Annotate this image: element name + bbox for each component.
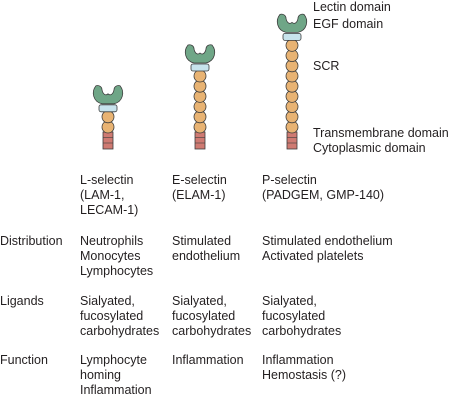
distribution-p-line2: Activated platelets bbox=[262, 249, 364, 263]
distribution-p-line1: Stimulated endothelium bbox=[262, 234, 393, 248]
l-selectin-name-line3: LECAM-1) bbox=[80, 203, 139, 217]
e-selectin-lectin-domain bbox=[184, 44, 216, 64]
function-l-line2: homing bbox=[80, 368, 121, 382]
l-selectin-name-line1: L-selectin bbox=[80, 173, 134, 187]
ligands-e-line3: carbohydrates bbox=[172, 324, 252, 338]
ligands-l-line3: carbohydrates bbox=[80, 324, 160, 338]
ligands-e-line2: fucosylated bbox=[172, 309, 236, 323]
function-e-line1: Inflammation bbox=[172, 353, 244, 367]
l-selectin-scr-1 bbox=[101, 110, 115, 124]
p-selectin-name-line2: (PADGEM, GMP-140) bbox=[262, 188, 385, 202]
ligands-l-line1: Sialyated, bbox=[80, 294, 135, 308]
e-selectin-name-line2: (ELAM-1) bbox=[172, 188, 226, 202]
p-selectin-name-line1: P-selectin bbox=[262, 173, 317, 187]
distribution-l-line1: Neutrophils bbox=[80, 234, 144, 248]
ligands-p-line1: Sialyated, bbox=[262, 294, 317, 308]
function-l-line1: Lymphocyte bbox=[80, 353, 147, 367]
label-transmembrane-domain: Transmembrane domain bbox=[313, 126, 449, 140]
row-label-distribution: Distribution bbox=[0, 234, 63, 248]
label-scr: SCR bbox=[313, 59, 340, 73]
row-label-ligands: Ligands bbox=[0, 294, 44, 308]
e-selectin-scr-1 bbox=[193, 69, 207, 83]
l-selectin-lectin-domain bbox=[92, 85, 124, 105]
distribution-e-line2: endothelium bbox=[172, 249, 241, 263]
label-cytoplasmic-domain: Cytoplasmic domain bbox=[313, 141, 426, 155]
ligands-p-line2: fucosylated bbox=[262, 309, 326, 323]
function-p-line2: Hemostasis (?) bbox=[262, 368, 347, 382]
function-l-line3: Inflammation bbox=[80, 383, 152, 397]
ligands-p-line3: carbohydrates bbox=[262, 324, 342, 338]
e-selectin-transmembrane-domain bbox=[194, 131, 206, 150]
label-egf-domain: EGF domain bbox=[313, 17, 384, 31]
p-selectin-scr-1 bbox=[285, 39, 299, 52]
p-selectin-egf-domain bbox=[282, 33, 302, 41]
l-selectin-name-line2: (LAM-1, bbox=[80, 188, 125, 202]
l-selectin-egf-domain bbox=[98, 104, 118, 113]
l-selectin-transmembrane-domain bbox=[102, 131, 114, 150]
ligands-e-line1: Sialyated, bbox=[172, 294, 227, 308]
function-p-line1: Inflammation bbox=[262, 353, 334, 367]
e-selectin-egf-domain bbox=[190, 63, 210, 72]
ligands-l-line2: fucosylated bbox=[80, 309, 144, 323]
distribution-l-line3: Lymphocytes bbox=[80, 264, 154, 278]
p-selectin-lectin-domain bbox=[276, 13, 308, 33]
distribution-l-line2: Monocytes bbox=[80, 249, 141, 263]
label-lectin-domain: Lectin domain bbox=[313, 0, 391, 14]
p-selectin-transmembrane-domain bbox=[286, 131, 298, 150]
row-label-function: Function bbox=[0, 353, 48, 367]
e-selectin-name-line1: E-selectin bbox=[172, 173, 227, 187]
distribution-e-line1: Stimulated bbox=[172, 234, 232, 248]
